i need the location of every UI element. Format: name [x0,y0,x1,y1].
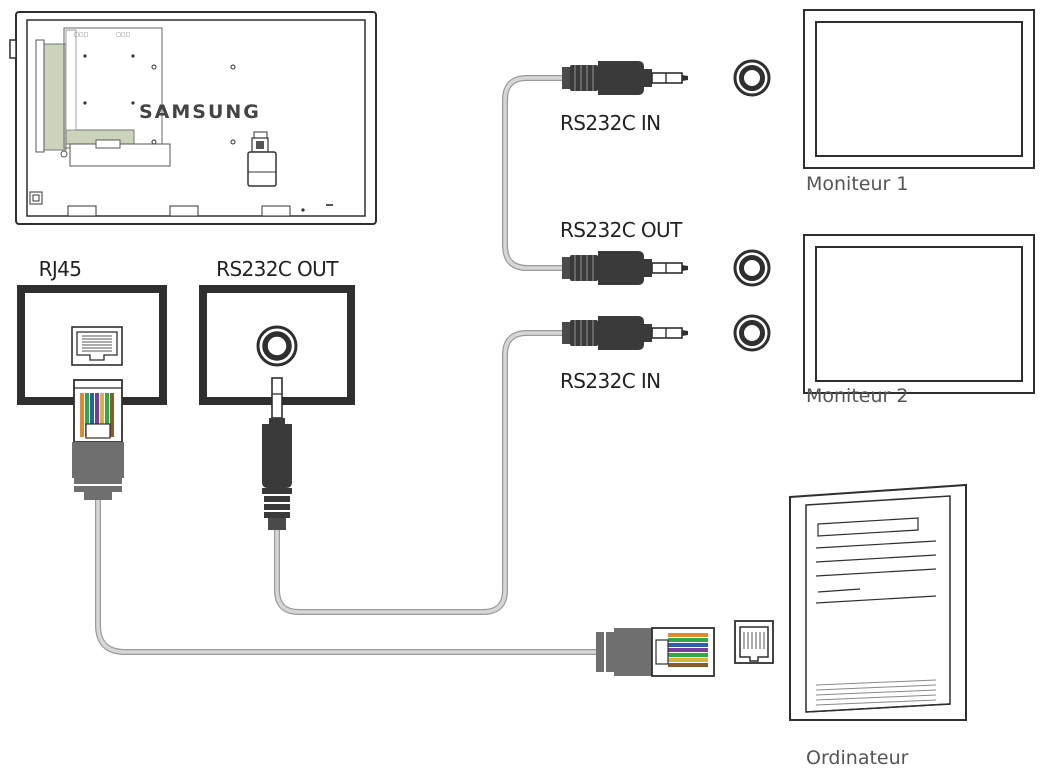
svg-text:□□□: □□□ [116,32,130,38]
monitor1-label: Moniteur 1 [806,173,908,195]
rs232c-out-port-label: RS232C OUT [216,257,339,281]
monitor1-out-plug [561,250,689,286]
monitor1-in-plug [561,60,689,96]
svg-text:□□□: □□□ [74,32,88,38]
monitor2-in-plug [561,315,689,351]
rj45-port-label: RJ45 [39,257,82,281]
computer-label: Ordinateur [806,747,909,769]
stereo-jack-socket-icon [256,325,298,367]
rj45-socket-icon [71,326,123,366]
cables [95,75,599,655]
pc-rj45-socket-icon [734,620,774,664]
rj45-plug-horizontal [596,627,715,677]
monitor1-in-label: RS232C IN [560,111,661,135]
brand-logo: SAMSUNG [139,101,261,123]
monitor1-out-socket [735,251,769,285]
rj45-cable [95,497,599,655]
display-rear-panel-icon: □□□ □□□ SAMSUNG [9,11,377,225]
rj45-connector-icon [72,379,124,500]
monitor-icon [803,9,1035,169]
monitor1-in-socket [735,61,769,95]
stereo-jack-plug-display [262,377,292,530]
monitor2-icon [803,234,1035,394]
monitor2-in-label: RS232C IN [560,369,661,393]
monitor1-out-label: RS232C OUT [560,218,683,242]
rs232c-cable-monitor1-loop [502,75,565,271]
tower-pc-icon [789,483,967,721]
monitor2-in-socket [735,316,769,350]
monitor2-label: Moniteur 2 [806,385,908,407]
